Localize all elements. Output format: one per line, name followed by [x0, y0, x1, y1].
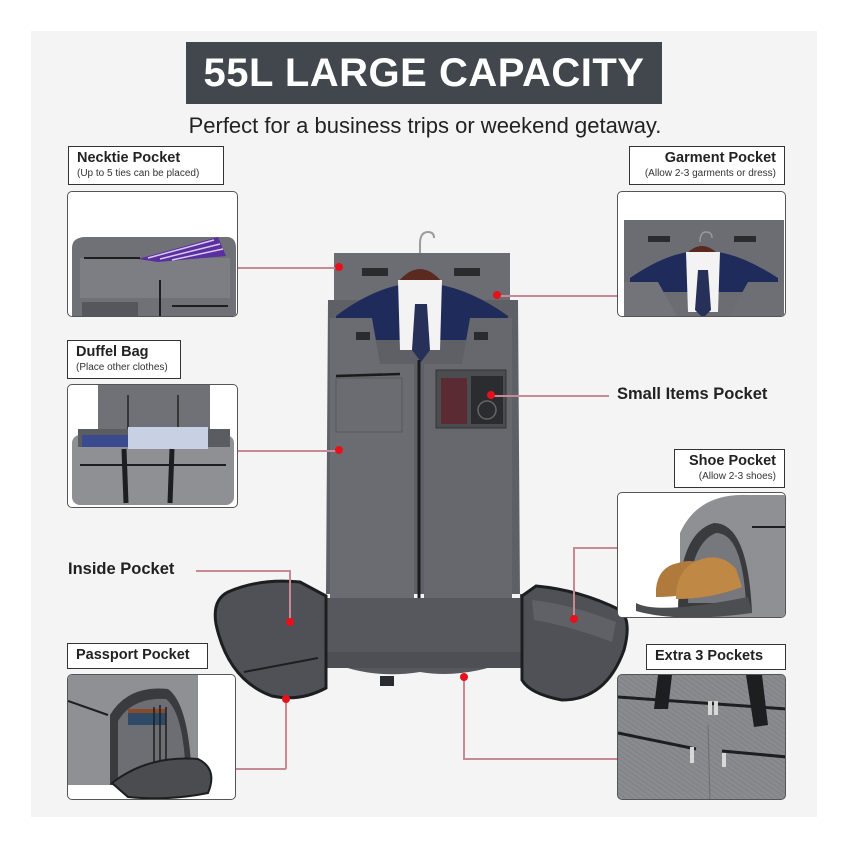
marker-dot-garment: [493, 291, 501, 299]
photo-duffel-bag: [67, 384, 238, 508]
label-duffel-bag: Duffel Bag (Place other clothes): [67, 340, 181, 379]
title-banner: 55L LARGE CAPACITY: [186, 42, 662, 104]
photo-extra-3-pockets: [617, 674, 786, 800]
connector-duffel: [238, 450, 338, 452]
marker-dot-shoe: [570, 615, 578, 623]
connector-passport: [285, 699, 287, 769]
photo-garment-pocket: [617, 191, 786, 317]
connector-inside: [196, 570, 290, 572]
label-extra-3-pockets: Extra 3 Pockets: [646, 644, 786, 670]
connector-small-items: [491, 395, 609, 397]
label-necktie-pocket: Necktie Pocket (Up to 5 ties can be plac…: [68, 146, 224, 185]
label-inside-pocket: Inside Pocket: [68, 560, 175, 578]
page-title: 55L LARGE CAPACITY: [203, 50, 645, 95]
connector-shoe: [573, 547, 617, 549]
marker-dot-extra: [460, 673, 468, 681]
photo-passport-pocket: [67, 674, 236, 800]
hanger-hook-icon: [419, 230, 435, 262]
connector-extra: [463, 677, 465, 759]
connector-garment: [497, 295, 617, 297]
marker-dot-passport: [282, 695, 290, 703]
marker-dot-necktie: [335, 263, 343, 271]
label-garment-pocket: Garment Pocket (Allow 2-3 garments or dr…: [629, 146, 785, 185]
label-small-items-pocket: Small Items Pocket: [617, 385, 768, 403]
label-passport-pocket: Passport Pocket: [67, 643, 208, 669]
marker-dot-small-items: [487, 391, 495, 399]
page-subtitle: Perfect for a business trips or weekend …: [188, 113, 662, 138]
marker-dot-duffel: [335, 446, 343, 454]
marker-dot-inside: [286, 618, 294, 626]
label-shoe-pocket: Shoe Pocket (Allow 2-3 shoes): [674, 449, 785, 488]
photo-necktie-pocket: [67, 191, 238, 317]
photo-shoe-pocket: [617, 492, 786, 618]
connector-necktie: [238, 267, 338, 269]
